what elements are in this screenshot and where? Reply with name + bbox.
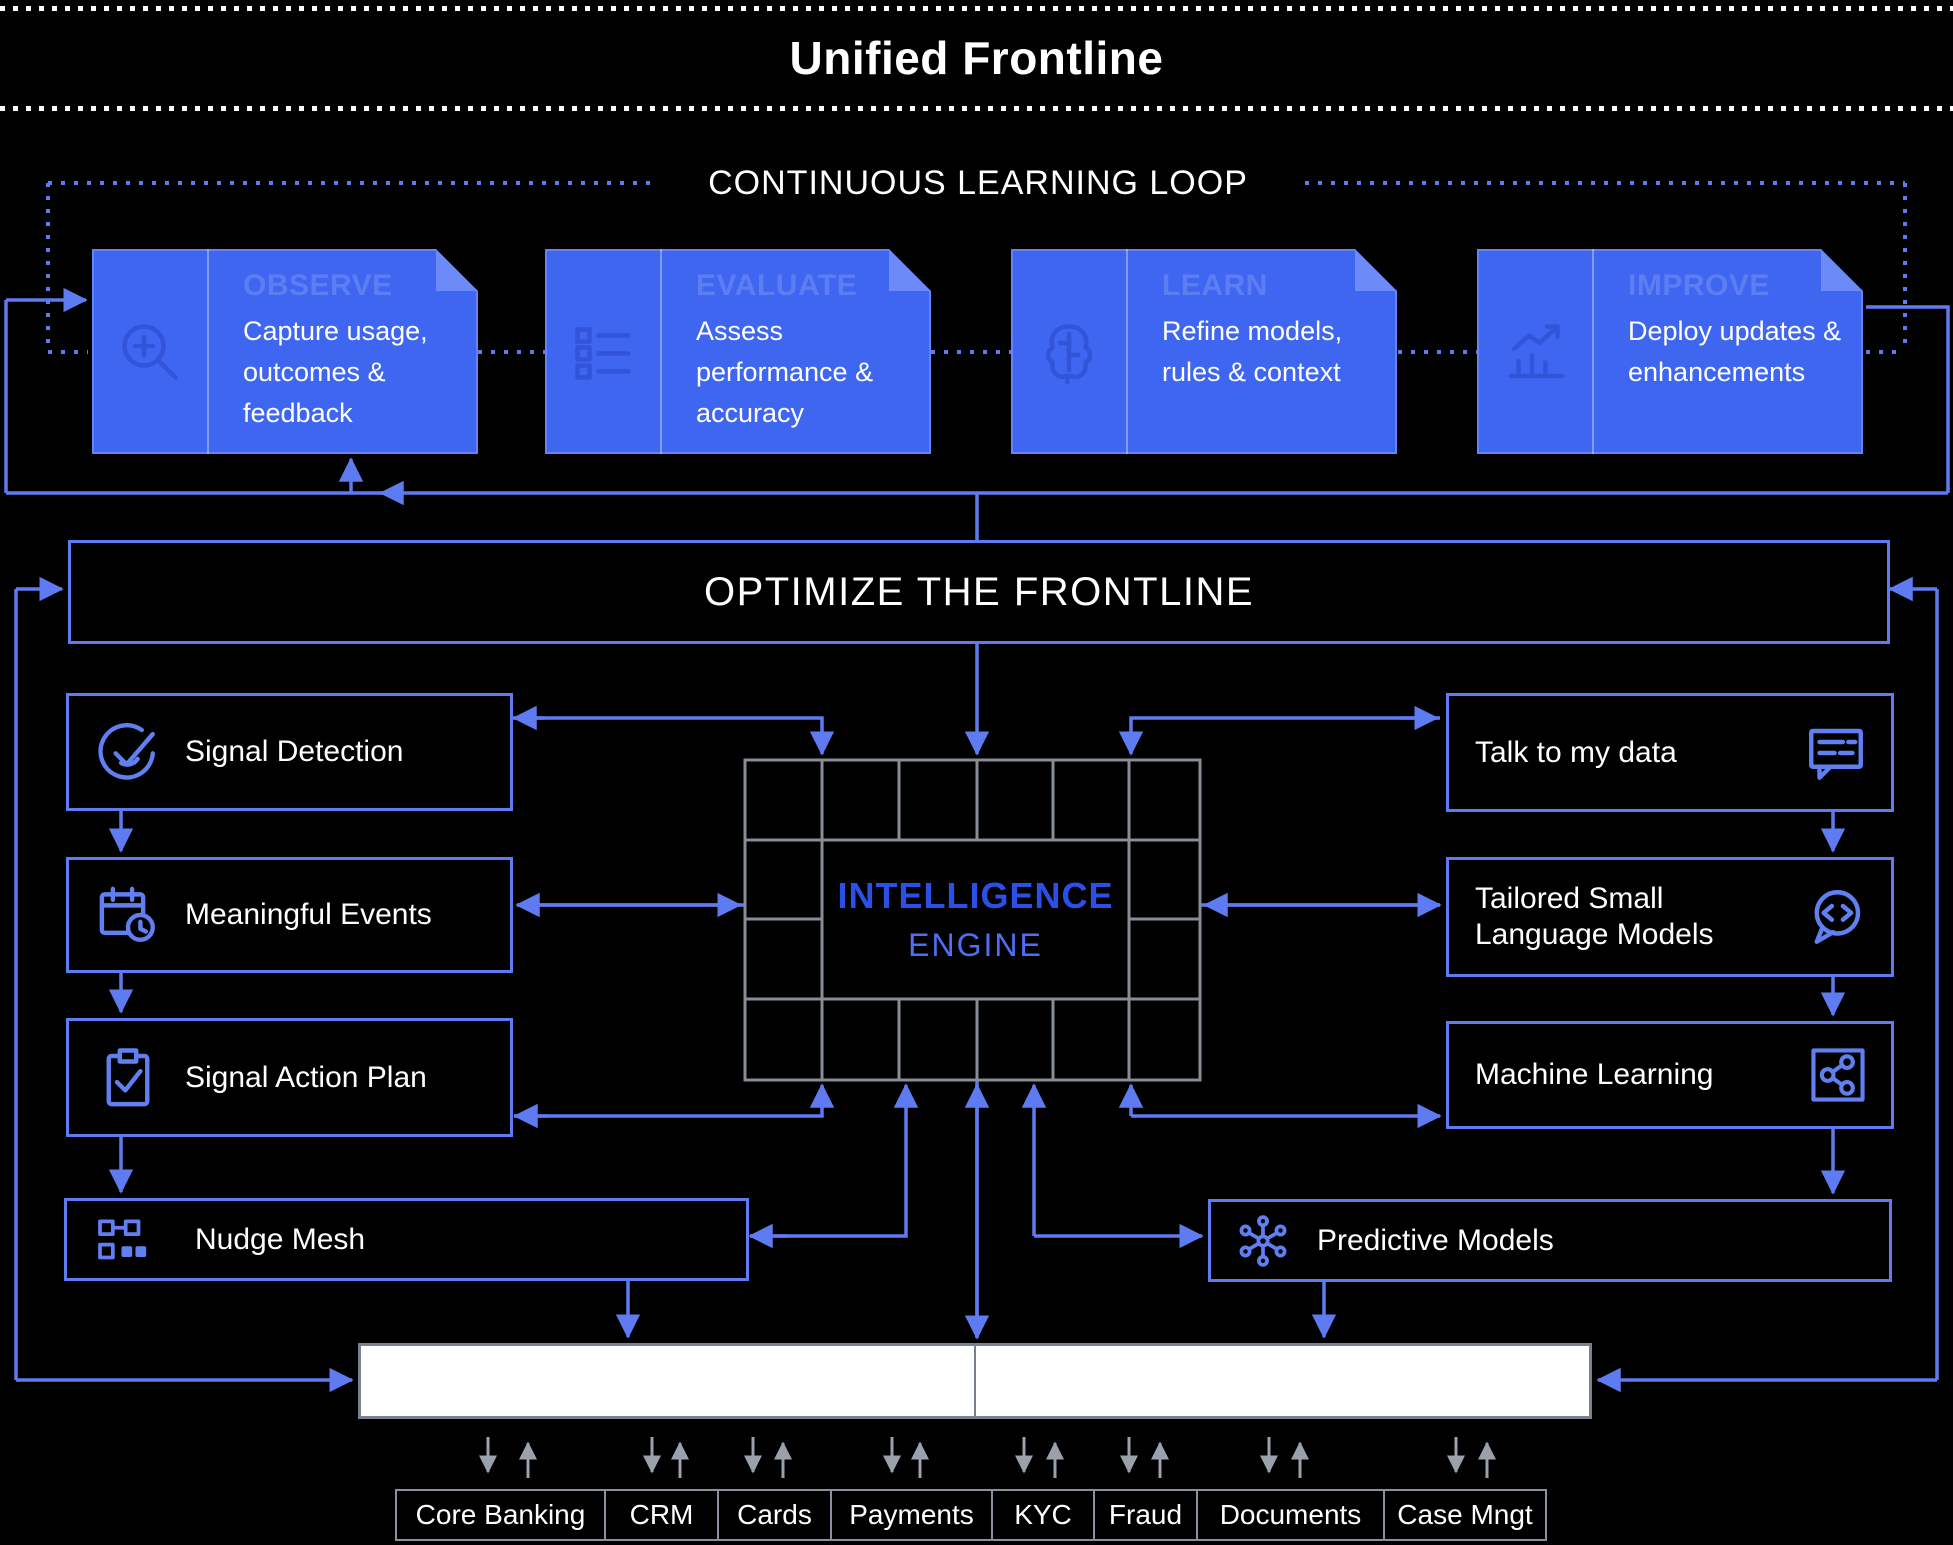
module-label: Meaningful Events	[185, 898, 432, 931]
system-documents: Documents	[1196, 1491, 1383, 1539]
clipboard-check-icon	[106, 1047, 150, 1106]
loop-step-learn: LEARN Refine models, rules & context	[1011, 249, 1397, 454]
checklist-icon	[545, 249, 662, 454]
intelligence-engine: INTELLIGENCE ENGINE	[823, 841, 1128, 998]
system-cards: Cards	[717, 1491, 830, 1539]
core-systems-strip: Core Banking CRM Cards Payments KYC Frau…	[395, 1489, 1547, 1541]
loop-step-evaluate: EVALUATE Assess performance & accuracy	[545, 249, 931, 454]
module-label: Predictive Models	[1317, 1223, 1554, 1257]
chat-lines-icon	[1809, 728, 1863, 780]
engine-grid	[743, 758, 1202, 1082]
loop-step-description: Assess performance & accuracy	[696, 316, 874, 428]
module-machine-learning: Machine Learning	[1446, 1021, 1894, 1129]
hub-spoke-icon	[1239, 1214, 1287, 1267]
loop-step-title: EVALUATE	[696, 269, 858, 302]
module-predictive-models: Predictive Models	[1208, 1199, 1892, 1282]
loop-step-improve: IMPROVE Deploy updates & enhancements	[1477, 249, 1863, 454]
share-network-icon	[1811, 1048, 1865, 1102]
module-label: Talk to my data	[1475, 735, 1677, 769]
module-nudge-mesh: Nudge Mesh	[64, 1198, 749, 1281]
module-label: Signal Detection	[185, 735, 404, 768]
system-exchange-arrows	[479, 1437, 1496, 1478]
module-label: Nudge Mesh	[195, 1222, 366, 1256]
integration-bar-left	[361, 1346, 976, 1416]
blue-connectors	[4, 287, 1950, 1393]
module-label: Signal Action Plan	[185, 1060, 427, 1094]
loop-step-description: Refine models, rules & context	[1162, 316, 1343, 387]
loop-step-description: Capture usage, outcomes & feedback	[243, 316, 428, 428]
module-signal-action-plan: Signal Action Plan	[66, 1018, 513, 1137]
module-talk-to-my-data: Talk to my data	[1446, 693, 1894, 812]
engine-subtitle: ENGINE	[908, 927, 1043, 963]
loop-step-title: LEARN	[1162, 269, 1268, 302]
optimize-frontline-banner: OPTIMIZE THE FRONTLINE	[68, 540, 1890, 644]
loop-step-title: OBSERVE	[243, 269, 393, 302]
integration-bar	[358, 1343, 1592, 1419]
dotted-border-bottom	[0, 106, 1953, 111]
dotted-border-top	[0, 6, 1953, 11]
system-kyc: KYC	[991, 1491, 1093, 1539]
integration-bar-right	[976, 1346, 1589, 1416]
module-tailored-slm: Tailored Small Language Models	[1446, 857, 1894, 977]
page-title: Unified Frontline	[789, 31, 1164, 84]
system-payments: Payments	[830, 1491, 991, 1539]
brain-icon	[1011, 249, 1128, 454]
node-graph-icon	[98, 1218, 147, 1259]
top-banner: Unified Frontline	[0, 0, 1953, 115]
module-label: Tailored Small Language Models	[1475, 882, 1714, 951]
module-label: Machine Learning	[1475, 1058, 1714, 1091]
engine-title: INTELLIGENCE	[837, 875, 1114, 916]
module-signal-detection: Signal Detection	[66, 693, 513, 811]
chart-up-icon	[1477, 249, 1594, 454]
loop-step-observe: OBSERVE Capture usage, outcomes & feedba…	[92, 249, 478, 454]
system-case-mngt: Case Mngt	[1383, 1491, 1545, 1539]
system-fraud: Fraud	[1093, 1491, 1196, 1539]
module-meaningful-events: Meaningful Events	[66, 857, 513, 973]
system-core-banking: Core Banking	[397, 1491, 604, 1539]
target-check-icon	[98, 723, 155, 780]
learning-loop-title: CONTINUOUS LEARNING LOOP	[708, 163, 1248, 202]
loop-step-title: IMPROVE	[1628, 269, 1770, 302]
dotted-loop-frame	[46, 181, 1907, 354]
magnifier-plus-icon	[92, 249, 209, 454]
loop-step-description: Deploy updates & enhancements	[1628, 316, 1842, 387]
calendar-clock-icon	[99, 886, 155, 942]
system-crm: CRM	[604, 1491, 717, 1539]
code-bubble-icon	[1814, 890, 1861, 944]
